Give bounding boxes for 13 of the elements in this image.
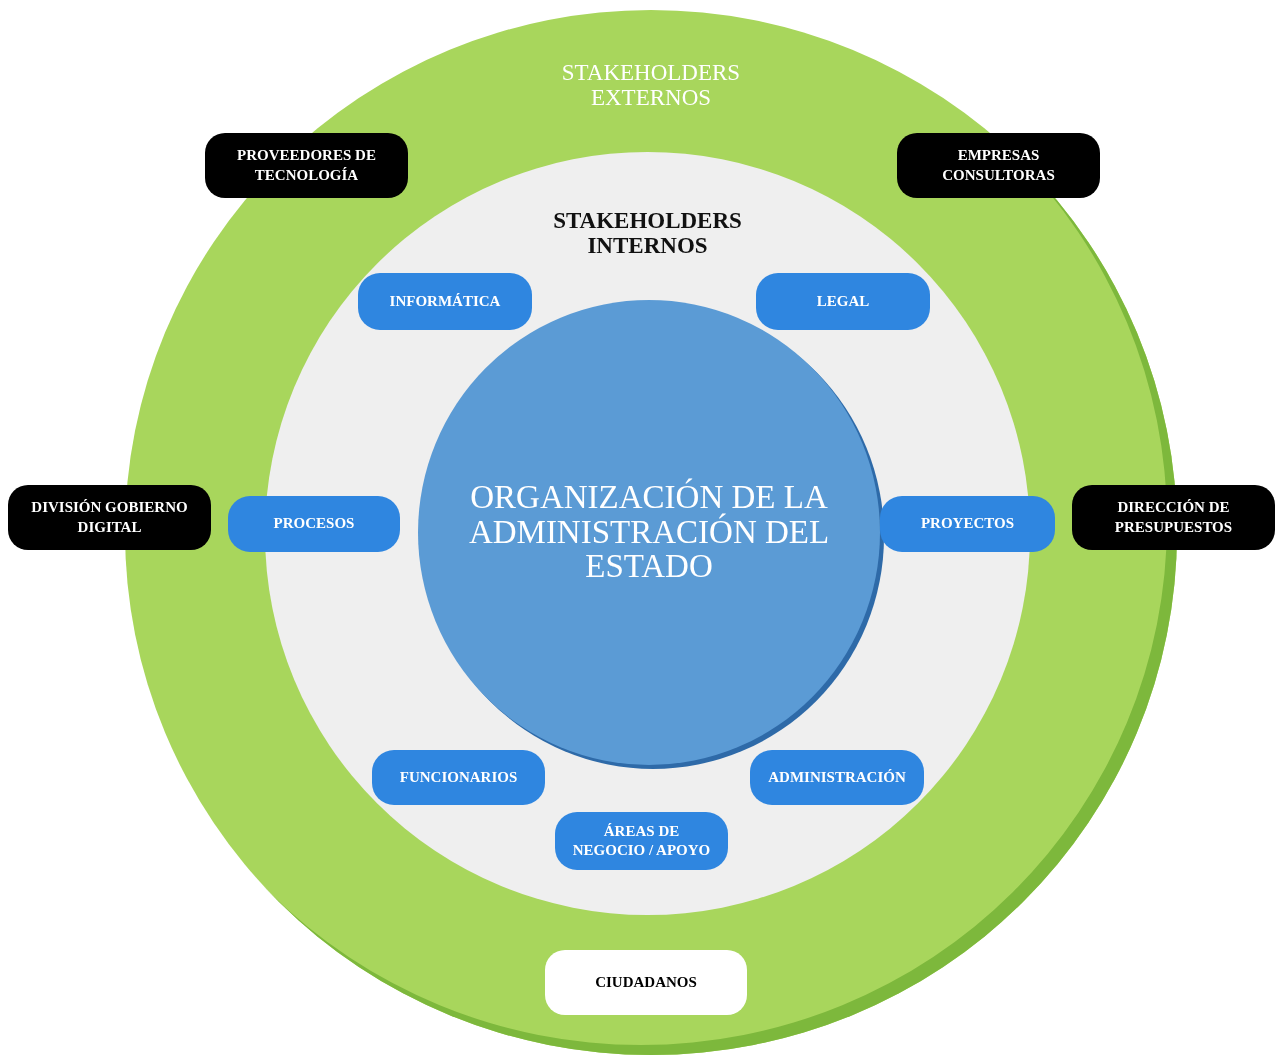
stakeholder-label: FUNCIONARIOS [372,750,545,805]
stakeholder-label: PROYECTOS [880,496,1055,552]
stakeholder-label: LEGAL [756,273,930,330]
stakeholder-label: ÁREAS DE NEGOCIO / APOYO [555,812,728,870]
stakeholder-label: DIRECCIÓN DE PRESUPUESTOS [1072,485,1275,550]
ring-title: STAKEHOLDERS INTERNOS [552,208,743,259]
stakeholder-label: INFORMÁTICA [358,273,532,330]
center-title: ORGANIZACIÓN DE LA ADMINISTRACIÓN DEL ESTADO [468,480,830,584]
stakeholder-label: CIUDADANOS [545,950,747,1015]
stakeholder-label: ADMINISTRACIÓN [750,750,924,805]
stakeholder-label: DIVISIÓN GOBIERNO DIGITAL [8,485,211,550]
stakeholder-label: PROCESOS [228,496,400,552]
ring-title: STAKEHOLDERS EXTERNOS [560,60,742,111]
